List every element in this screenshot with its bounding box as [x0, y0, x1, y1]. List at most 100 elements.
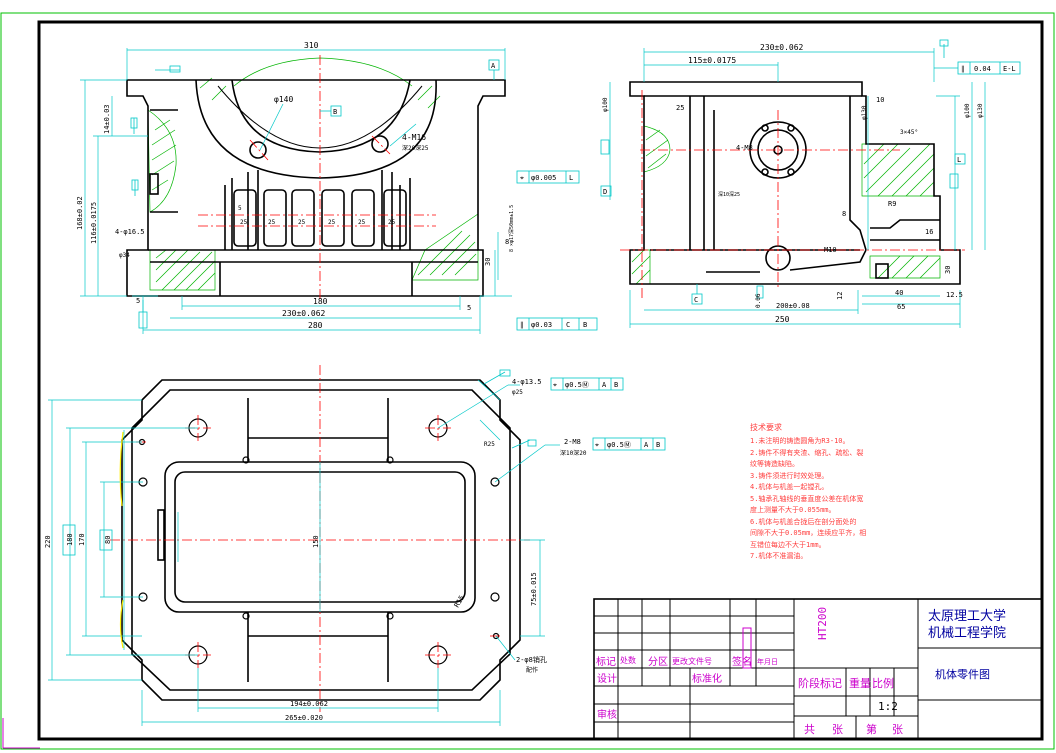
front-rib-4: 25 — [298, 219, 306, 226]
side-dim-125: 12.5 — [946, 291, 963, 299]
tb-part-name: 机体零件图 — [935, 667, 990, 681]
side-dia-1: φ100 — [602, 97, 609, 112]
side-datum-d: D — [603, 188, 607, 196]
front-hatch — [147, 57, 479, 291]
side-datum-l: L — [957, 156, 961, 164]
top-callout-1-val: φ0.5Ⓜ — [565, 381, 589, 389]
front-rib-7: 25 — [388, 219, 396, 226]
side-note: 8 ×φ17深50mm±1.5 — [508, 205, 515, 252]
top-dim-75: 75±0.015 — [530, 572, 538, 606]
notes-line-2: 2.铸件不得有夹渣、缩孔、疏松、裂 — [750, 448, 863, 457]
front-dim-180: 180 — [313, 297, 328, 306]
top-dim-150: 150 — [312, 535, 320, 548]
side-dia-3: φ100 — [964, 103, 971, 118]
side-chamfer: 3×45° — [900, 129, 918, 136]
side-dim-40: 40 — [895, 289, 903, 297]
front-bearing-dia: φ140 — [274, 95, 293, 104]
notes-line-7: 度上测量不大于0.055mm。 — [750, 505, 836, 514]
tb-change: 更改文件号 — [672, 656, 712, 666]
side-r9: R9 — [888, 200, 896, 208]
notes-line-3: 纹等铸造缺陷。 — [750, 459, 799, 468]
side-tol-sym: ∥ — [961, 65, 965, 73]
top-callout-2: 2-M8 — [564, 438, 581, 446]
drawing-frame — [37, 20, 1044, 741]
tb-scale-value: 1:2 — [878, 700, 898, 713]
tb-stage: 阶段标记 — [798, 676, 842, 690]
side-dim-30: 30 — [944, 266, 952, 274]
top-callout-2-b: B — [656, 441, 660, 449]
front-left-bolt: 4-φ16.5 — [115, 228, 145, 236]
side-dim-250: 250 — [775, 315, 790, 324]
front-rib-1: 5 — [238, 205, 242, 212]
top-callout-1: 4-φ13.5 — [512, 378, 542, 386]
front-tol-c: C — [566, 321, 570, 329]
side-dim-65: 65 — [897, 303, 905, 311]
top-dim-265: 265±0.020 — [285, 714, 323, 722]
front-tol-b: B — [583, 321, 587, 329]
side-m10: M10 — [824, 246, 837, 254]
side-tol-l: L — [569, 174, 573, 182]
front-bot-5: 5 — [136, 297, 140, 305]
front-rib-3: 25 — [268, 219, 276, 226]
tb-total: 共 — [804, 723, 815, 736]
side-dia-2: φ130 — [861, 105, 868, 120]
notes-line-10: 互错位每边不大于1mm。 — [750, 540, 826, 549]
front-height-116: 116±0.0175 — [90, 202, 98, 244]
front-datum-b: B — [333, 108, 337, 116]
front-datum-a: A — [491, 62, 496, 70]
title-block: HT200 太原理工大学 机械工程学院 机体零件图 标记 处数 分区 更改文件号… — [593, 598, 1043, 740]
side-dia-4: φ130 — [977, 103, 984, 118]
side-dim-115: 115±0.0175 — [688, 56, 736, 65]
front-height-168: 168±0.02 — [76, 196, 84, 230]
top-dim-194: 194±0.062 — [290, 700, 328, 708]
front-dim-310: 310 — [304, 41, 319, 50]
side-dim-12: 12 — [836, 292, 844, 300]
front-dim-280: 280 — [308, 321, 323, 330]
front-bot-5b: 5 — [467, 304, 471, 312]
top-callout-2-sym: ⌖ — [595, 441, 599, 449]
notes-line-6: 5.轴承孔轴线的垂直度公差在机体宽 — [750, 494, 863, 503]
side-flat-06: 0.06 — [755, 293, 762, 308]
top-callout-1b: φ25 — [512, 389, 523, 396]
side-tol-ref: E-L — [1003, 65, 1016, 73]
top-callout-3: 2-φ8销孔 — [516, 655, 547, 664]
top-callout-4: R25 — [484, 441, 495, 448]
front-height-14: 14±0.03 — [103, 104, 111, 134]
side-view: 230±0.062 115±0.0175 200±0.08 250 0.06 φ… — [600, 39, 1021, 328]
side-holes: 4-M8 — [736, 144, 753, 152]
side-tol-sym: ⌖ — [520, 174, 524, 182]
top-dim-220: 220 — [44, 535, 52, 548]
front-dim-230: 230±0.062 — [282, 309, 326, 318]
tb-sign: 签名 — [732, 655, 752, 668]
top-callout-2b: 深10深20 — [560, 449, 587, 457]
tb-check: 审核 — [597, 708, 617, 721]
tb-standard: 标准化 — [692, 672, 722, 685]
front-left-dim: φ34 — [119, 252, 130, 259]
side-tol-val: 0.04 — [974, 65, 991, 73]
tb-mark: 标记 — [596, 656, 616, 668]
technical-notes: 技术要求 1.未注明的铸造圆角为R3-10。 2.铸件不得有夹渣、缩孔、疏松、裂… — [750, 422, 866, 560]
side-dim-10: 10 — [876, 96, 884, 104]
front-bolt-holes: 4-M16 — [402, 133, 426, 142]
top-callout-1-sym: ⌖ — [553, 381, 557, 389]
top-dim-170: 170 — [78, 533, 86, 546]
top-dim-180: 180 — [66, 533, 74, 546]
top-callout-1-b: B — [614, 381, 618, 389]
tb-date: 年月日 — [757, 657, 778, 666]
front-tol-sym: ∥ — [520, 321, 524, 329]
outer-border — [0, 12, 1055, 750]
top-callout-2-a: A — [644, 441, 649, 449]
notes-line-4: 3.铸件须进行时效处理。 — [750, 471, 828, 480]
notes-line-9: 间隙不大于0.05mm，连续应平齐，相 — [750, 528, 866, 537]
top-dim-80: 80 — [104, 536, 112, 544]
front-rib-2: 25 — [240, 219, 248, 226]
notes-line-5: 4.机体与机盖一起镗孔。 — [750, 482, 828, 491]
side-dim-230: 230±0.062 — [760, 43, 804, 52]
front-rib-6: 25 — [358, 219, 366, 226]
side-dim-200: 200±0.08 — [776, 302, 810, 310]
top-callout-1-a: A — [602, 381, 607, 389]
side-dim-16: 16 — [925, 228, 933, 236]
top-callout-2-val: φ0.5Ⓜ — [607, 441, 631, 449]
top-view: 194±0.062 265±0.020 220 180 170 80 150 7… — [44, 365, 666, 726]
